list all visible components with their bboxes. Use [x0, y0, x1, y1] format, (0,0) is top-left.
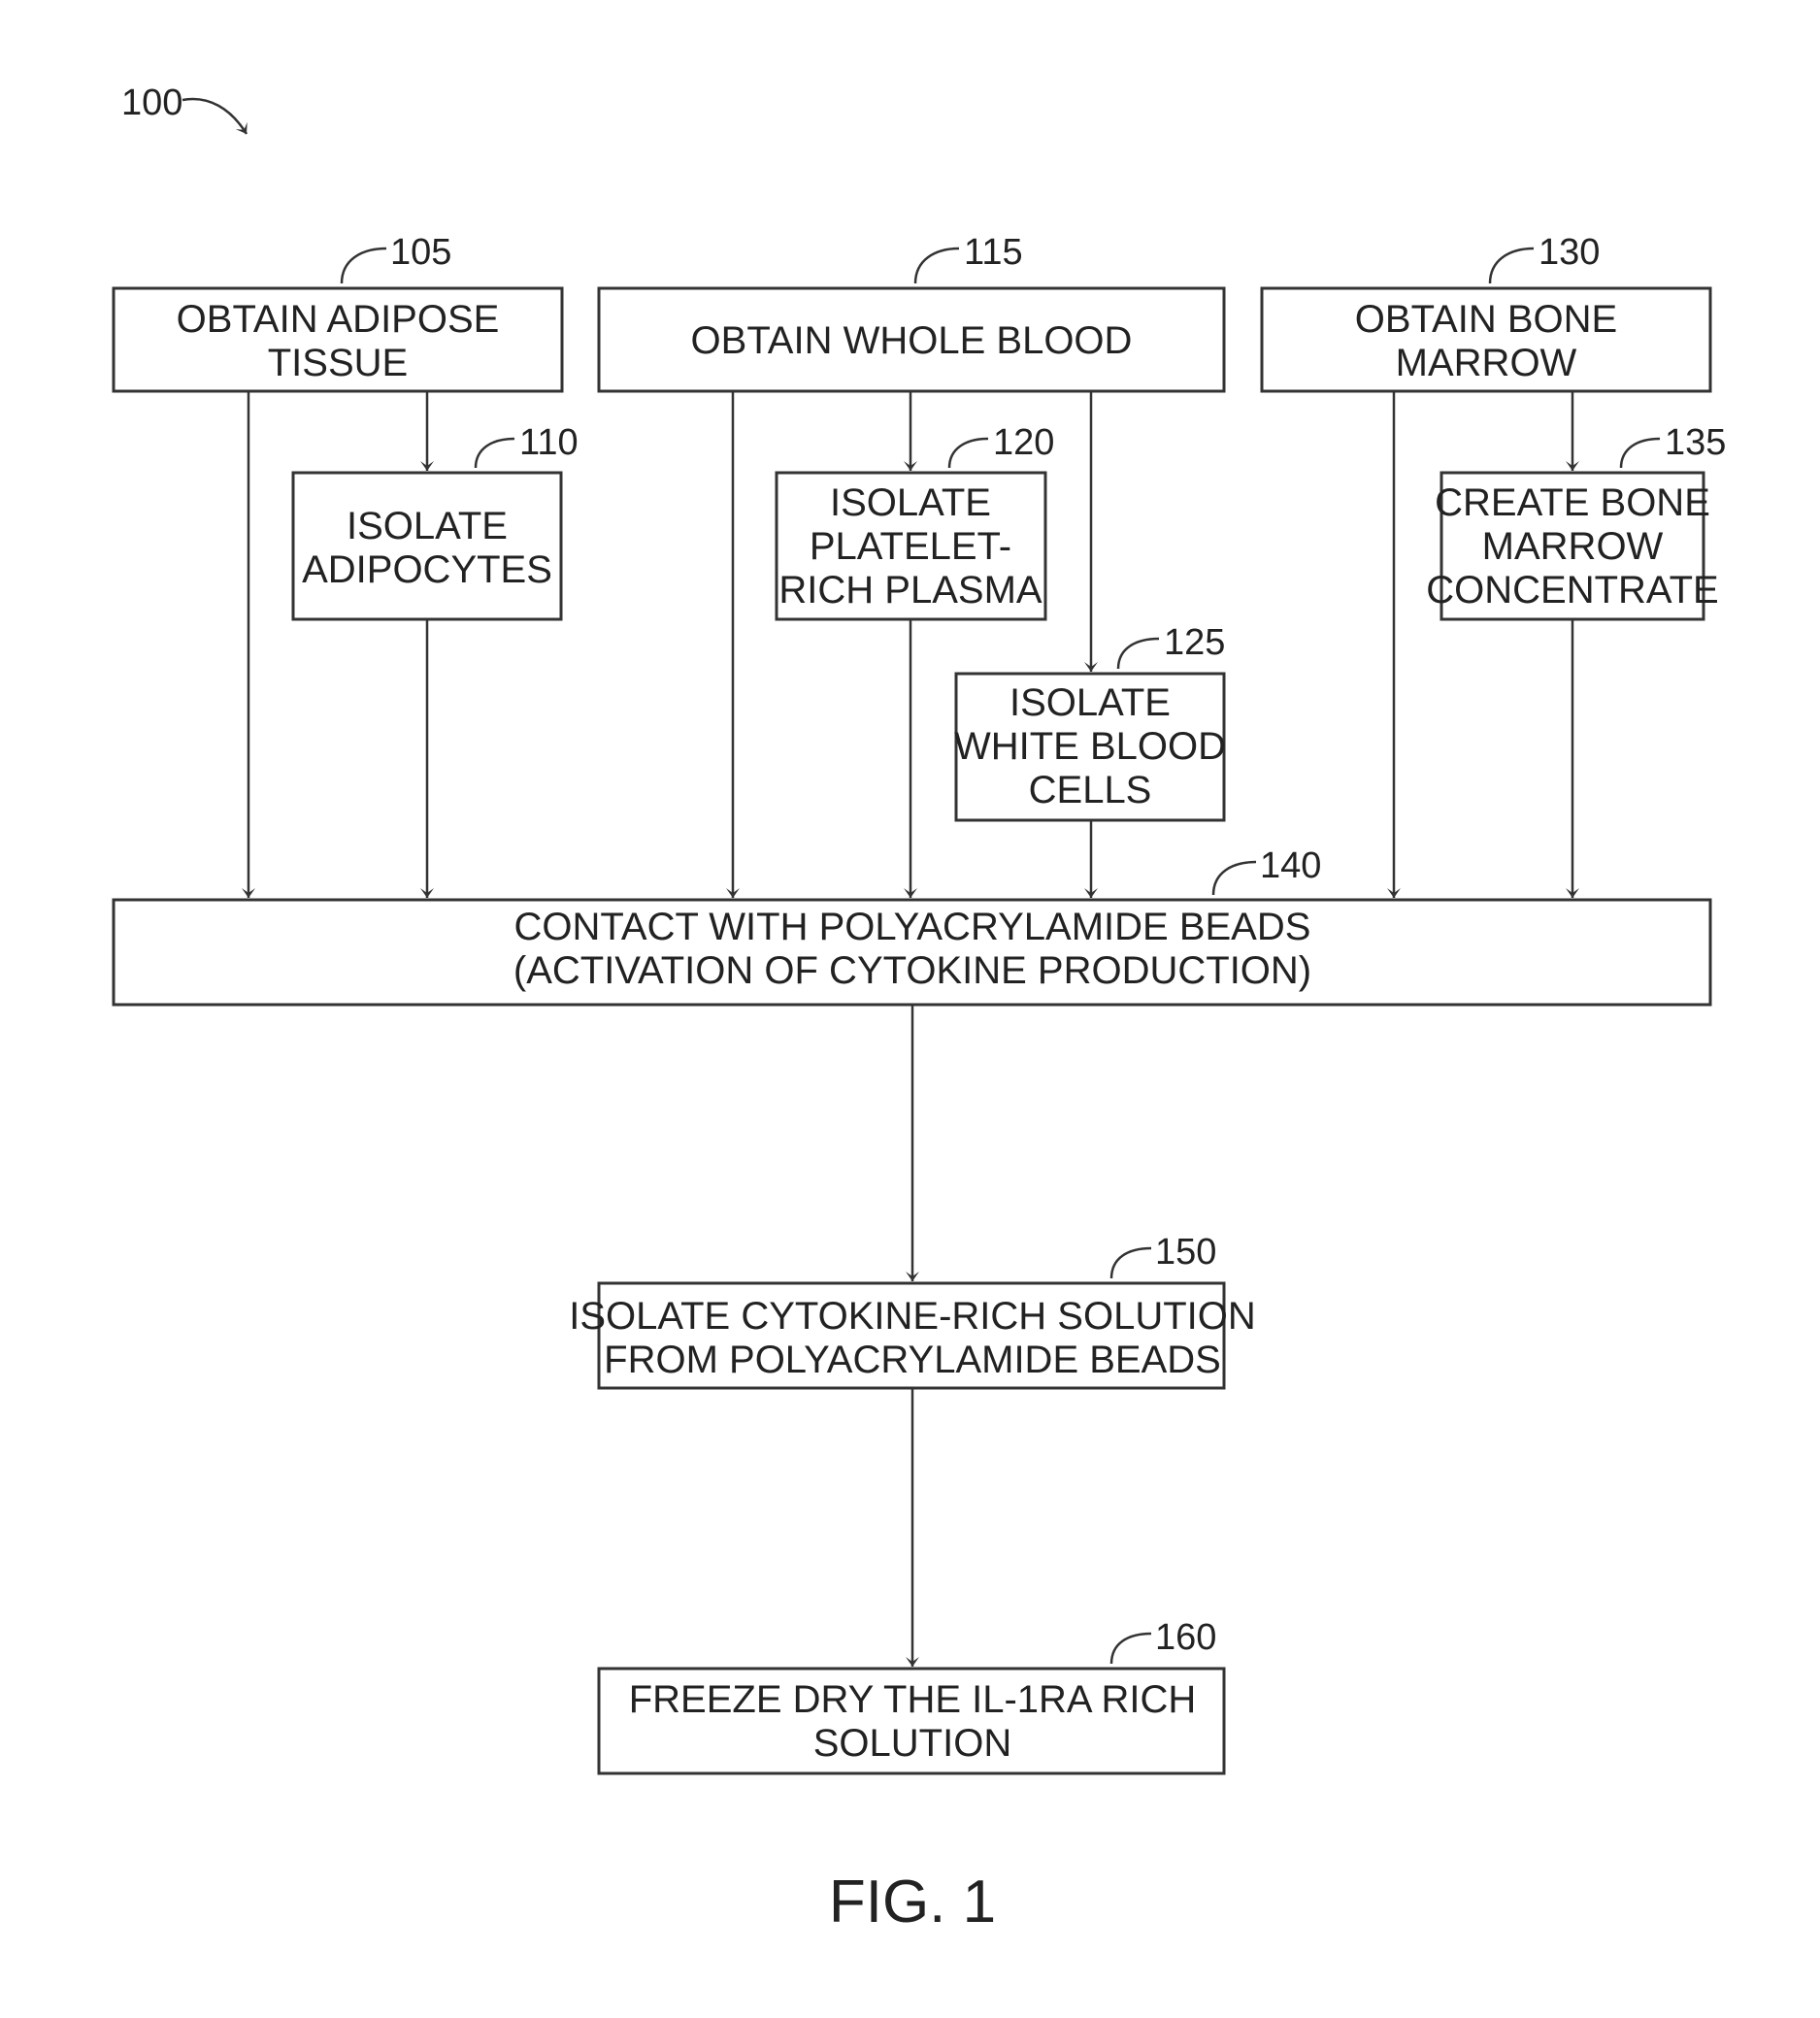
- ref-160: 160: [1111, 1617, 1216, 1664]
- step-120-line-2: PLATELET-: [810, 525, 1011, 568]
- diagram-reference: 100: [121, 83, 247, 134]
- step-115-line-1: OBTAIN WHOLE BLOOD: [691, 319, 1133, 362]
- step-110: ISOLATE ADIPOCYTES: [293, 473, 561, 619]
- step-140: CONTACT WITH POLYACRYLAMIDE BEADS (ACTIV…: [114, 900, 1710, 1005]
- step-115: OBTAIN WHOLE BLOOD: [599, 288, 1224, 391]
- diagram-ref-arrow: [182, 99, 247, 134]
- ref-115: 115: [915, 232, 1023, 283]
- step-105-line-1: OBTAIN ADIPOSE: [177, 298, 500, 341]
- diagram-ref-label: 100: [121, 83, 182, 123]
- ref-125: 125: [1118, 622, 1225, 669]
- ref-105-label: 105: [390, 232, 451, 273]
- step-160-line-1: FREEZE DRY THE IL-1RA RICH: [629, 1678, 1197, 1721]
- ref-135-label: 135: [1665, 422, 1726, 463]
- step-140-line-2: (ACTIVATION OF CYTOKINE PRODUCTION): [513, 949, 1311, 992]
- step-160-line-2: SOLUTION: [813, 1722, 1011, 1765]
- step-140-line-1: CONTACT WITH POLYACRYLAMIDE BEADS: [514, 906, 1311, 948]
- step-125-line-1: ISOLATE: [1009, 681, 1171, 724]
- step-105: OBTAIN ADIPOSE TISSUE: [114, 288, 562, 391]
- step-120: ISOLATE PLATELET- RICH PLASMA: [777, 473, 1045, 619]
- step-150: ISOLATE CYTOKINE-RICH SOLUTION FROM POLY…: [569, 1283, 1256, 1388]
- step-160: FREEZE DRY THE IL-1RA RICH SOLUTION: [599, 1669, 1224, 1773]
- step-110-line-2: ADIPOCYTES: [302, 548, 552, 591]
- ref-150: 150: [1111, 1232, 1216, 1278]
- ref-125-label: 125: [1164, 622, 1225, 663]
- ref-130: 130: [1490, 232, 1600, 283]
- ref-160-label: 160: [1155, 1617, 1216, 1658]
- step-150-line-1: ISOLATE CYTOKINE-RICH SOLUTION: [569, 1295, 1256, 1338]
- ref-105: 105: [342, 232, 451, 283]
- step-135-line-2: MARROW: [1482, 525, 1664, 568]
- ref-140: 140: [1213, 845, 1321, 895]
- step-125-line-2: WHITE BLOOD: [954, 725, 1226, 768]
- ref-115-label: 115: [964, 232, 1023, 273]
- figure-caption: FIG. 1: [829, 1869, 996, 1935]
- step-125-line-3: CELLS: [1029, 769, 1152, 811]
- ref-120: 120: [949, 422, 1054, 468]
- ref-130-label: 130: [1539, 232, 1600, 273]
- ref-110: 110: [476, 422, 579, 468]
- step-135-line-3: CONCENTRATE: [1426, 569, 1718, 612]
- ref-110-label: 110: [519, 422, 579, 463]
- step-120-line-1: ISOLATE: [830, 481, 991, 524]
- step-135-line-1: CREATE BONE: [1435, 481, 1710, 524]
- step-150-line-2: FROM POLYACRYLAMIDE BEADS: [604, 1339, 1221, 1381]
- step-130: OBTAIN BONE MARROW: [1262, 288, 1710, 391]
- ref-120-label: 120: [993, 422, 1054, 463]
- step-105-line-2: TISSUE: [268, 342, 408, 384]
- step-130-line-2: MARROW: [1396, 342, 1577, 384]
- step-120-line-3: RICH PLASMA: [778, 569, 1042, 612]
- step-125: ISOLATE WHITE BLOOD CELLS: [954, 674, 1226, 820]
- ref-140-label: 140: [1260, 845, 1321, 886]
- step-110-line-1: ISOLATE: [347, 505, 508, 547]
- ref-150-label: 150: [1155, 1232, 1216, 1273]
- step-135: CREATE BONE MARROW CONCENTRATE: [1426, 473, 1718, 619]
- step-130-line-1: OBTAIN BONE: [1355, 298, 1617, 341]
- ref-135: 135: [1621, 422, 1726, 468]
